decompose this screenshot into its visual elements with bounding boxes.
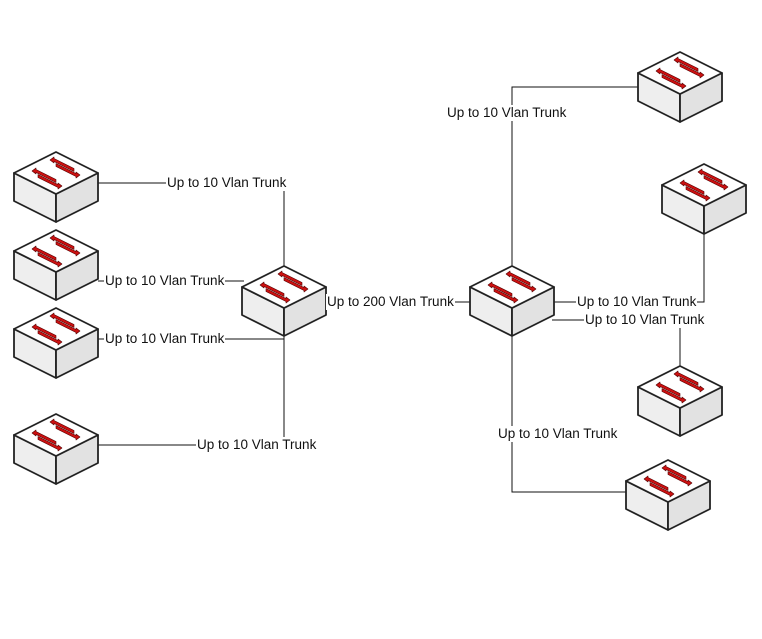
switch-left-3 xyxy=(13,307,99,379)
switch-right-4 xyxy=(625,459,711,531)
switch-core-left xyxy=(241,265,327,337)
link-left-top xyxy=(98,182,285,278)
label-right-top: Up to 10 Vlan Trunk xyxy=(446,105,568,121)
label-left-upper-mid: Up to 10 Vlan Trunk xyxy=(104,273,226,289)
label-right-lower-mid: Up to 10 Vlan Trunk xyxy=(584,312,706,328)
label-left-bottom: Up to 10 Vlan Trunk xyxy=(196,437,318,453)
label-right-upper-mid: Up to 10 Vlan Trunk xyxy=(576,294,698,310)
label-right-bottom: Up to 10 Vlan Trunk xyxy=(497,426,619,442)
switch-left-2 xyxy=(13,229,99,301)
switch-right-2 xyxy=(661,163,747,235)
link-right-bottom xyxy=(511,330,628,493)
link-right-top xyxy=(511,86,640,275)
switch-left-4 xyxy=(13,413,99,485)
switch-right-3 xyxy=(637,365,723,437)
switch-core-right xyxy=(469,265,555,337)
label-left-top: Up to 10 Vlan Trunk xyxy=(166,175,288,191)
link-left-bottom xyxy=(98,336,285,446)
label-core-link: Up to 200 Vlan Trunk xyxy=(326,294,455,310)
switch-left-1 xyxy=(13,151,99,223)
switch-right-1 xyxy=(637,51,723,123)
label-left-lower-mid: Up to 10 Vlan Trunk xyxy=(104,331,226,347)
